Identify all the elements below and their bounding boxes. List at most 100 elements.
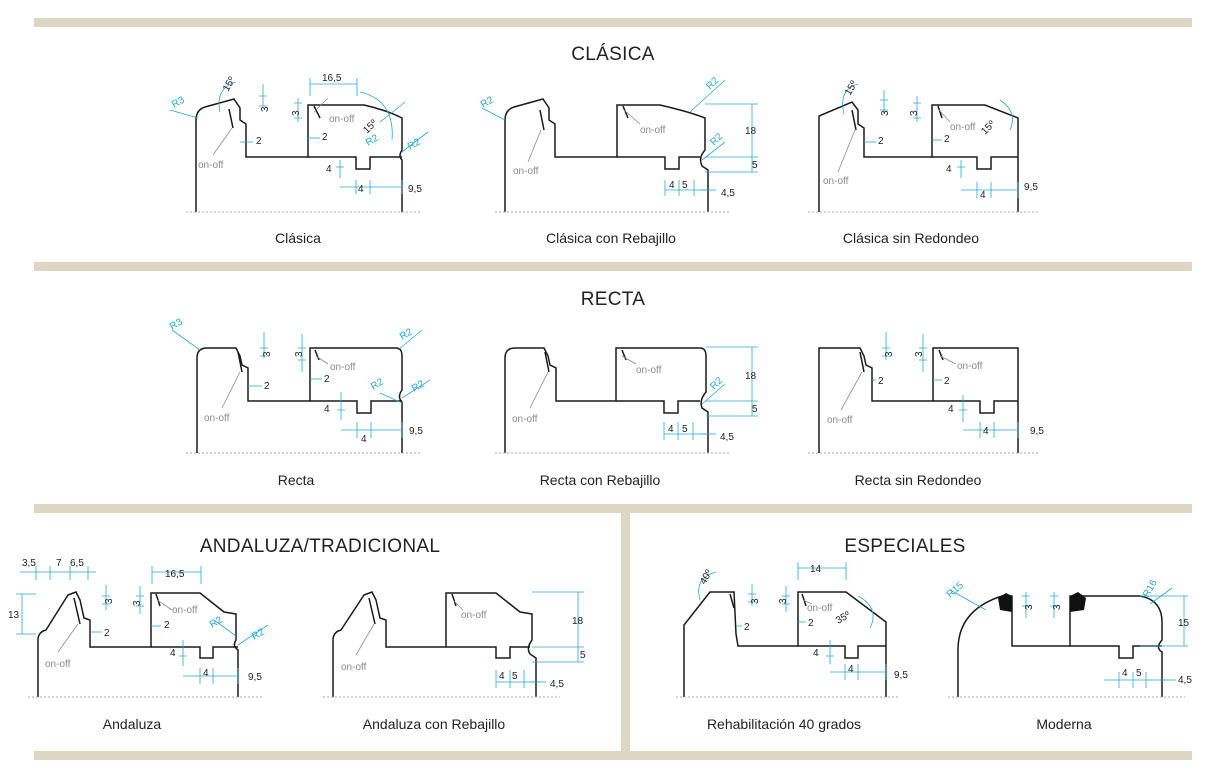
svg-text:16,5: 16,5	[165, 569, 185, 580]
svg-text:3: 3	[294, 351, 305, 357]
svg-text:5: 5	[1136, 668, 1142, 679]
caption-recta: Recta	[277, 472, 315, 488]
svg-text:5: 5	[682, 424, 688, 435]
svg-text:on-off: on-off	[807, 603, 833, 614]
bottom-band	[34, 751, 1192, 760]
svg-text:on-off: on-off	[950, 122, 976, 133]
top-band	[34, 18, 1192, 27]
svg-text:3: 3	[132, 600, 143, 606]
svg-text:on-off: on-off	[461, 610, 487, 621]
svg-text:4: 4	[324, 404, 330, 415]
svg-text:3: 3	[1052, 604, 1063, 610]
svg-text:3: 3	[914, 351, 925, 357]
svg-text:4: 4	[980, 190, 986, 201]
svg-text:2: 2	[264, 381, 270, 392]
svg-text:5: 5	[580, 650, 586, 661]
svg-text:16,5: 16,5	[322, 73, 342, 84]
svg-text:9,5: 9,5	[408, 184, 422, 195]
svg-text:2: 2	[322, 132, 328, 143]
svg-text:40º: 40º	[698, 568, 715, 587]
profile-moderna: R15 R16 3 3 15 4 5 4,5	[945, 578, 1192, 698]
svg-text:9,5: 9,5	[248, 672, 262, 683]
svg-text:3: 3	[104, 598, 115, 604]
svg-text:on-off: on-off	[172, 605, 198, 616]
section-title-especiales: ESPECIALES	[844, 536, 966, 557]
section-title-andaluza: ANDALUZA/TRADICIONAL	[199, 536, 441, 557]
svg-text:15º: 15º	[979, 119, 997, 137]
caption-andaluza: Andaluza	[102, 716, 162, 732]
profile-recta-rebajillo: 18 5 4 5 4,5 R2 on-off on-off	[495, 346, 758, 454]
svg-text:2: 2	[324, 374, 330, 385]
svg-text:7: 7	[56, 558, 62, 569]
svg-text:4: 4	[203, 668, 209, 679]
svg-text:on-off: on-off	[45, 659, 71, 670]
svg-text:4: 4	[499, 671, 505, 682]
svg-text:4,5: 4,5	[720, 432, 734, 443]
svg-text:2: 2	[104, 628, 110, 639]
profile-recta: 3 2 3 2 4 4 9,5 R3 R2 R2 R2 on-off on-of…	[168, 316, 431, 454]
svg-text:R2: R2	[406, 136, 423, 152]
svg-text:35º: 35º	[834, 610, 853, 627]
svg-text:3: 3	[884, 351, 895, 357]
svg-text:R2: R2	[704, 75, 721, 92]
svg-text:on-off: on-off	[204, 413, 230, 424]
caption-clasica-con-rebajillo: Clásica con Rebajillo	[546, 230, 676, 246]
svg-text:4: 4	[668, 424, 674, 435]
caption-clasica: Clásica	[275, 230, 321, 246]
svg-text:on-off: on-off	[341, 662, 367, 673]
svg-text:R2: R2	[369, 376, 386, 392]
svg-text:R3: R3	[170, 94, 187, 110]
caption-clasica-sin-redondeo: Clásica sin Redondeo	[842, 230, 980, 246]
profile-rehabilitacion-40: 40º 3 2 3 2 14 4 4 9,5 35º on-off	[676, 562, 908, 698]
svg-text:3: 3	[778, 598, 789, 604]
svg-text:on-off: on-off	[636, 365, 662, 376]
band-2	[34, 262, 1192, 271]
svg-text:on-off: on-off	[640, 125, 666, 136]
profile-recta-sin-redondeo: 3 2 3 2 4 4 9,5 on-off on-off	[808, 332, 1044, 454]
caption-recta-con-rebajillo: Recta con Rebajillo	[539, 472, 661, 488]
svg-text:R2: R2	[708, 375, 725, 392]
svg-text:5: 5	[752, 160, 758, 171]
svg-text:2: 2	[878, 136, 884, 147]
svg-text:3: 3	[262, 351, 273, 357]
svg-text:15: 15	[1178, 618, 1190, 629]
svg-text:on-off: on-off	[513, 166, 539, 177]
svg-text:4,5: 4,5	[1178, 675, 1192, 686]
profile-clasica-sin-redondeo: 3 2 3 2 4 4 9,5 15º 15º on-off on-off	[808, 79, 1040, 213]
svg-text:4: 4	[948, 404, 954, 415]
svg-text:2: 2	[164, 620, 170, 631]
svg-text:3: 3	[909, 110, 920, 116]
svg-text:18: 18	[745, 371, 757, 382]
profile-clasica-rebajillo: 18 5 4 5 4,5 R2 R2 R2 on-off on-off	[479, 75, 758, 213]
svg-text:on-off: on-off	[329, 114, 355, 125]
svg-text:3,5: 3,5	[22, 558, 36, 569]
svg-text:5: 5	[682, 180, 688, 191]
svg-text:3: 3	[291, 110, 302, 116]
svg-text:R3: R3	[168, 316, 185, 332]
svg-text:4,5: 4,5	[550, 679, 564, 690]
caption-andaluza-con-rebajillo: Andaluza con Rebajillo	[362, 716, 506, 732]
svg-text:5: 5	[512, 671, 518, 682]
svg-text:18: 18	[572, 616, 584, 627]
svg-text:2: 2	[878, 376, 884, 387]
svg-text:15º: 15º	[221, 75, 238, 94]
svg-text:9,5: 9,5	[894, 670, 908, 681]
svg-text:3: 3	[1024, 604, 1035, 610]
svg-text:4: 4	[983, 426, 989, 437]
svg-text:4: 4	[848, 664, 854, 675]
svg-text:13: 13	[8, 610, 20, 621]
svg-text:3: 3	[880, 110, 891, 116]
svg-text:4,5: 4,5	[721, 188, 735, 199]
caption-recta-sin-redondeo: Recta sin Redondeo	[854, 472, 982, 488]
svg-text:15º: 15º	[361, 118, 379, 136]
svg-text:15º: 15º	[843, 79, 860, 98]
svg-text:R2: R2	[708, 131, 725, 148]
svg-text:9,5: 9,5	[1030, 426, 1044, 437]
svg-text:2: 2	[744, 622, 750, 633]
band-3	[34, 504, 1192, 513]
profile-clasica: 3 2 3 2 16,5 4 4 9,5 15º 15º R3 R2 R2 on…	[169, 73, 429, 213]
svg-text:9,5: 9,5	[1024, 182, 1038, 193]
svg-text:R2: R2	[208, 614, 225, 630]
profile-andaluza: 3,5 7 6,5 13 3 2 3 2 16,5 4 4 9,5 R2 R2 …	[8, 558, 269, 698]
